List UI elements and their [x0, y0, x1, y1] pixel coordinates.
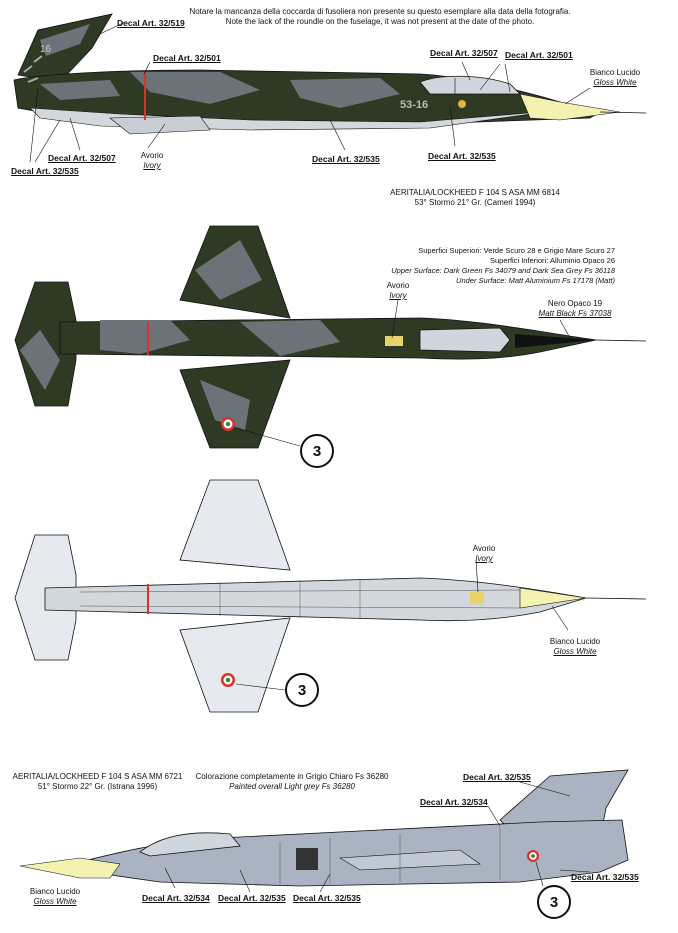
decal-label-535-f: Decal Art. 32/535: [293, 893, 361, 903]
top-view: [14, 225, 647, 449]
callout-3-top: 3: [300, 434, 334, 468]
caption-1-line2: 53° Stormo 21° Gr. (Cameri 1994): [414, 198, 536, 207]
ivory-label-en-1: Ivory: [143, 161, 161, 170]
decal-label-519: Decal Art. 32/519: [117, 18, 185, 28]
decal-label-534-b: Decal Art. 32/534: [142, 893, 210, 903]
gloss-white-label-it-3: Bianco Lucido: [29, 887, 81, 896]
gloss-white-label-en-3: Gloss White: [33, 897, 77, 906]
tail-code-1: 16: [40, 44, 52, 55]
caption-1-line1: AERITALIA/LOCKHEED F 104 S ASA MM 6814: [390, 188, 560, 197]
decal-label-535-b: Decal Art. 32/535: [312, 154, 380, 164]
colour-spec-line3: Upper Surface: Dark Green Fs 34079 and D…: [391, 266, 615, 275]
colour-spec-line2: Superfici Inferiori: Alluminio Opaco 26: [489, 256, 615, 265]
gloss-white-label-en-2: Gloss White: [553, 647, 597, 656]
side-view-grey: [19, 769, 629, 893]
note-english: Note the lack of the roundle on the fuse…: [225, 17, 535, 26]
decal-label-535-a: Decal Art. 32/535: [11, 166, 79, 176]
decal-label-535-c: Decal Art. 32/535: [428, 151, 496, 161]
gloss-white-label-en-1: Gloss White: [593, 78, 637, 87]
decal-label-507-a: Decal Art. 32/507: [430, 48, 498, 58]
colour-note-en: Painted overall Light grey Fs 36280: [229, 782, 355, 791]
decal-label-535-g: Decal Art. 32/535: [571, 872, 639, 882]
fuselage-code-1: 53-16: [400, 99, 428, 111]
ivory-label-it-3: Avorio: [472, 544, 496, 553]
gloss-white-label-it-1: Bianco Lucido: [589, 68, 641, 77]
decal-label-501-b: Decal Art. 32/501: [505, 50, 573, 60]
decal-label-535-e: Decal Art. 32/535: [218, 893, 286, 903]
gloss-white-label-it-2: Bianco Lucido: [549, 637, 601, 646]
ivory-label-it-2: Avorio: [386, 281, 410, 290]
bottom-view: [14, 479, 647, 713]
colour-spec-line1: Superfici Superiori: Verde Scuro 28 e Gr…: [418, 246, 615, 255]
side-view-camo: 53-16 16: [13, 13, 647, 163]
ivory-label-en-3: Ivory: [475, 554, 493, 563]
decal-label-534-a: Decal Art. 32/534: [420, 797, 488, 807]
colour-spec-line4: Under Surface: Matt Aluminium Fs 17178 (…: [456, 276, 615, 285]
decal-label-501-a: Decal Art. 32/501: [153, 53, 221, 63]
caption-2-line2: 51° Stormo 22° Gr. (Istrana 1996): [37, 782, 158, 791]
matt-black-label-en: Matt Black Fs 37038: [538, 309, 612, 318]
ivory-label-it-1: Avorio: [140, 151, 164, 160]
caption-2-line1: AERITALIA/LOCKHEED F 104 S ASA MM 6721: [12, 772, 183, 781]
matt-black-label-it: Nero Opaco 19: [547, 299, 603, 308]
callout-3-side: 3: [537, 885, 571, 919]
colour-note-it: Colorazione completamente in Grigio Chia…: [195, 772, 389, 781]
note-italian: Notare la mancanza della coccarda di fus…: [189, 7, 571, 16]
ivory-label-en-2: Ivory: [389, 291, 407, 300]
decal-label-535-d: Decal Art. 32/535: [463, 772, 531, 782]
decal-label-507-b: Decal Art. 32/507: [48, 153, 116, 163]
callout-3-bottom: 3: [285, 673, 319, 707]
